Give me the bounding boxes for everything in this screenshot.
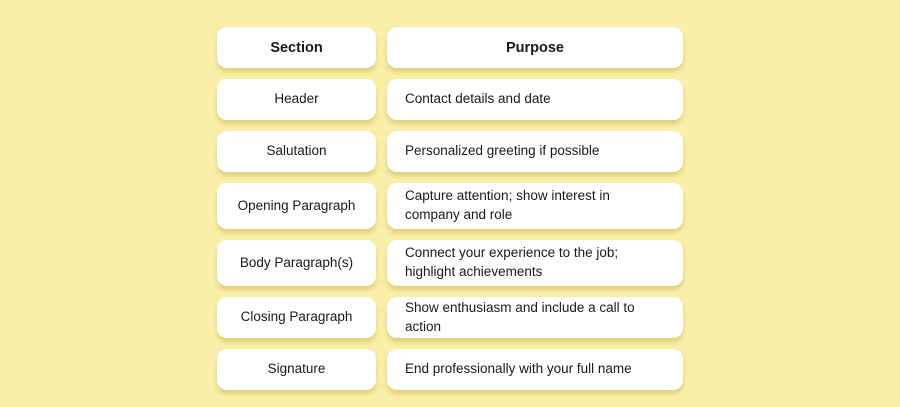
table-row: Header Contact details and date [217,79,683,120]
row-purpose-text: End professionally with your full name [387,349,683,390]
table-row: Salutation Personalized greeting if poss… [217,131,683,172]
row-section-label: Signature [217,349,376,390]
column-header-purpose: Purpose [387,27,683,68]
cover-letter-structure-table: Section Purpose Header Contact details a… [217,27,683,390]
table-row: Body Paragraph(s) Connect your experienc… [217,240,683,286]
row-purpose-text: Personalized greeting if possible [387,131,683,172]
row-section-label: Opening Paragraph [217,183,376,229]
row-section-label: Closing Paragraph [217,297,376,338]
column-header-section: Section [217,27,376,68]
table-row: Signature End professionally with your f… [217,349,683,390]
table-header-row: Section Purpose [217,27,683,68]
row-section-label: Body Paragraph(s) [217,240,376,286]
row-purpose-text: Show enthusiasm and include a call to ac… [387,297,683,338]
table-row: Closing Paragraph Show enthusiasm and in… [217,297,683,338]
row-purpose-text: Contact details and date [387,79,683,120]
row-purpose-text: Capture attention; show interest in comp… [387,183,683,229]
row-section-label: Header [217,79,376,120]
table-row: Opening Paragraph Capture attention; sho… [217,183,683,229]
row-purpose-text: Connect your experience to the job; high… [387,240,683,286]
row-section-label: Salutation [217,131,376,172]
